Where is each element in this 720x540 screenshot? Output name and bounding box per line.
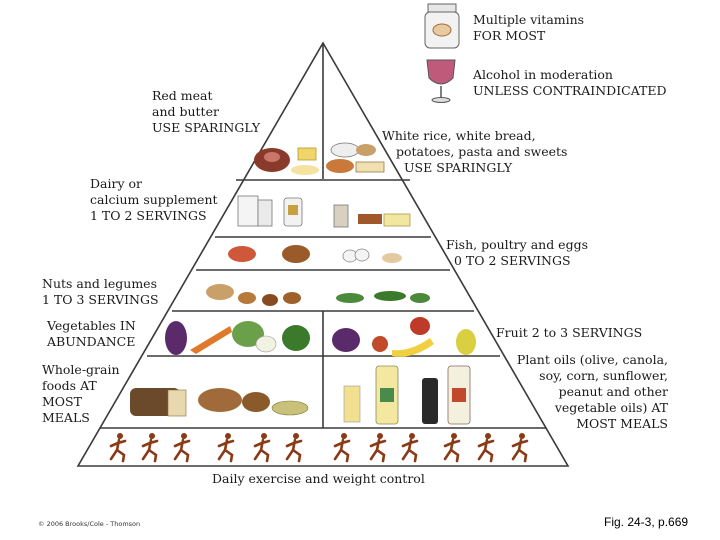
alcohol-line-2: UNLESS CONTRAINDICATED — [473, 83, 667, 98]
plant-oils-line-3: peanut and other — [558, 384, 668, 399]
vegetables-line-1: Vegetables IN — [47, 318, 136, 333]
vegetables-label: Vegetables IN ABUNDANCE — [47, 318, 136, 350]
red-meat-line-1: Red meat — [152, 88, 213, 103]
dairy-line-1: Dairy or — [90, 176, 142, 191]
nuts-line-2: 1 TO 3 SERVINGS — [42, 292, 159, 307]
red-meat-butter-icon — [254, 147, 319, 175]
whole-grain-line-1: Whole-grain — [42, 362, 120, 377]
dairy-line-2: calcium supplement — [90, 192, 218, 207]
vitamins-label: Multiple vitamins FOR MOST — [473, 12, 584, 44]
vitamins-line-2: FOR MOST — [473, 28, 546, 43]
whole-grain-line-2: foods AT — [42, 378, 97, 393]
runner-icon — [285, 433, 303, 463]
white-rice-bread-pasta-icon — [326, 142, 385, 173]
runner-icon — [217, 433, 235, 463]
wine-glass-icon — [426, 59, 456, 103]
whole-grain-line-4: MEALS — [42, 410, 90, 425]
vegetables-line-2: ABUNDANCE — [47, 334, 136, 349]
vitamin-bottle-icon — [424, 3, 460, 49]
nuts-label: Nuts and legumes 1 TO 3 SERVINGS — [42, 276, 159, 308]
plant-oils-line-1: Plant oils (olive, canola, — [516, 352, 668, 367]
fruit-line-1: Fruit 2 to 3 SERVINGS — [496, 325, 643, 340]
runner-icon — [477, 433, 495, 463]
runner-icon — [401, 433, 419, 463]
fruit-label: Fruit 2 to 3 SERVINGS — [496, 325, 642, 341]
whole-grain-line-3: MOST — [42, 394, 82, 409]
white-rice-line-2: potatoes, pasta and sweets — [396, 144, 568, 159]
copyright-text: © 2006 Brooks/Cole - Thomson — [38, 520, 141, 528]
figure-reference: Fig. 24-3, p.669 — [604, 515, 689, 529]
runner-icon — [511, 433, 529, 463]
alcohol-label: Alcohol in moderation UNLESS CONTRAINDIC… — [473, 67, 667, 99]
white-rice-line-3: USE SPARINGLY — [404, 160, 513, 175]
plant-oils-line-2: soy, corn, sunflower, — [539, 368, 668, 383]
red-meat-label: Red meat and butter USE SPARINGLY — [152, 88, 260, 136]
fruit-icon — [332, 317, 476, 357]
runner-icon — [173, 433, 191, 463]
runner-icon — [443, 433, 461, 463]
fish-line-2: 0 TO 2 SERVINGS — [454, 253, 571, 268]
alcohol-line-1: Alcohol in moderation — [473, 67, 613, 82]
red-meat-line-3: USE SPARINGLY — [152, 120, 261, 135]
runner-icon — [109, 433, 127, 463]
whole-grain-label: Whole-grain foods AT MOST MEALS — [42, 362, 120, 426]
white-rice-line-1: White rice, white bread, — [382, 128, 536, 143]
runner-icon — [333, 433, 351, 463]
plant-oils-label: Plant oils (olive, canola, soy, corn, su… — [517, 352, 668, 432]
dairy-calcium-icon — [237, 195, 411, 228]
nuts-legumes-icon — [206, 284, 430, 306]
runner-icon — [253, 433, 271, 463]
fish-line-1: Fish, poultry and eggs — [446, 237, 588, 252]
runner-icon — [141, 433, 159, 463]
fish-poultry-eggs-icon — [228, 245, 402, 263]
exercise-runners-band — [109, 433, 529, 463]
vegetables-icon — [165, 321, 310, 355]
exercise-label: Daily exercise and weight control — [212, 471, 425, 486]
nuts-line-1: Nuts and legumes — [42, 276, 157, 291]
fish-label: Fish, poultry and eggs 0 TO 2 SERVINGS — [446, 237, 588, 269]
plant-oils-line-5: MOST MEALS — [576, 416, 668, 431]
vitamins-line-1: Multiple vitamins — [473, 12, 585, 27]
whole-grain-foods-icon — [130, 388, 309, 417]
pyramid-outline — [76, 41, 570, 467]
dairy-label: Dairy or calcium supplement 1 TO 2 SERVI… — [90, 176, 218, 224]
runner-icon — [369, 433, 387, 463]
plant-oils-icon — [343, 365, 471, 425]
white-rice-label: White rice, white bread, potatoes, pasta… — [382, 128, 567, 176]
dairy-line-3: 1 TO 2 SERVINGS — [90, 208, 207, 223]
plant-oils-line-4: vegetable oils) AT — [554, 400, 668, 415]
red-meat-line-2: and butter — [152, 104, 219, 119]
